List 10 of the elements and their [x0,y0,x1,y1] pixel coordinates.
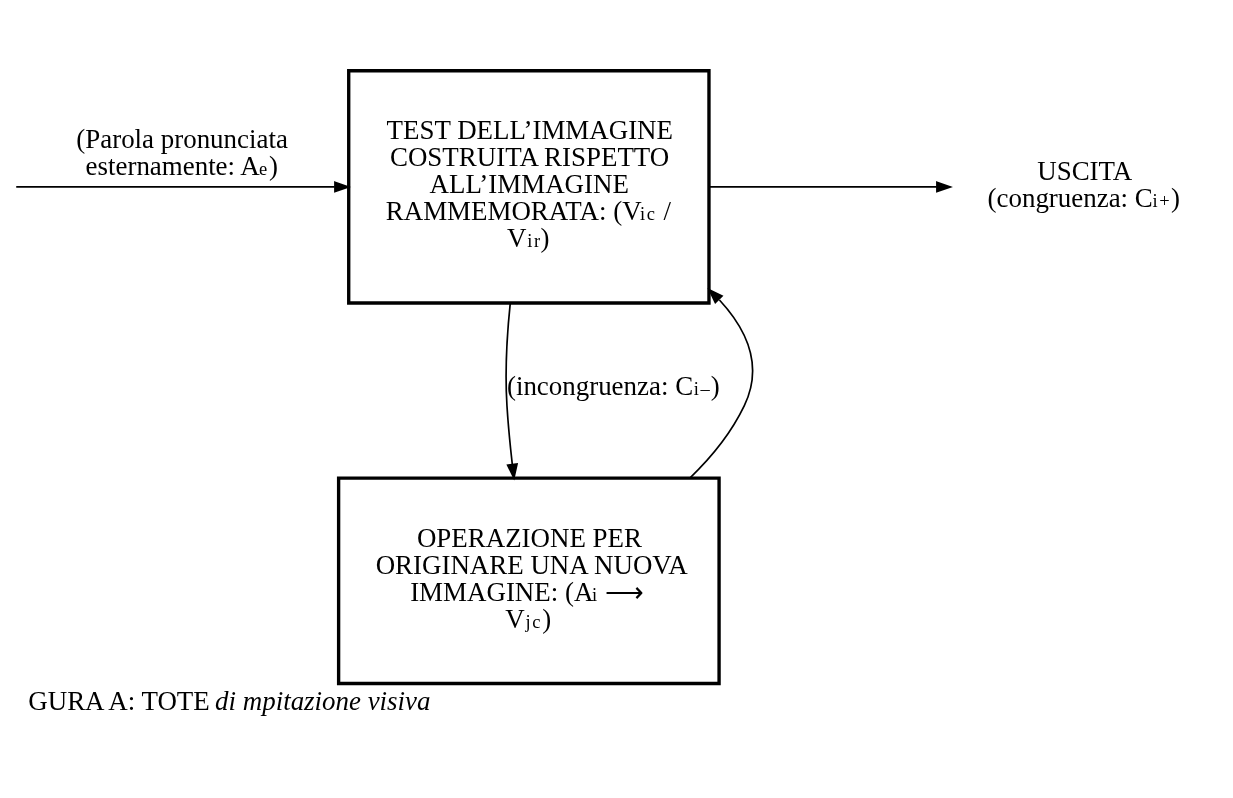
node-text: USCITA (congruenza: Ci+) [987,155,1181,213]
arrow [15,181,351,193]
edge-label: (Parola pronunciata esternamente: Ae) [76,123,288,181]
edge-label: (incongruenza: Ci–) [506,371,720,402]
node-box: TEST DELL’IMMAGINE COSTRUITA RISPETTO ALL’IMMAGINE RAMMEMORATA: (Vic / Vir) [347,69,711,305]
caption: GURA A: TOTE di mpitazione visiva [28,686,431,717]
arrow [505,302,519,481]
arrow [689,287,754,479]
arrow [708,181,953,193]
node-box: OPERAZIONE PER ORIGINARE UNA NUOVA IMMAGINE: (Ai ⟶ Vjc) [336,476,721,686]
